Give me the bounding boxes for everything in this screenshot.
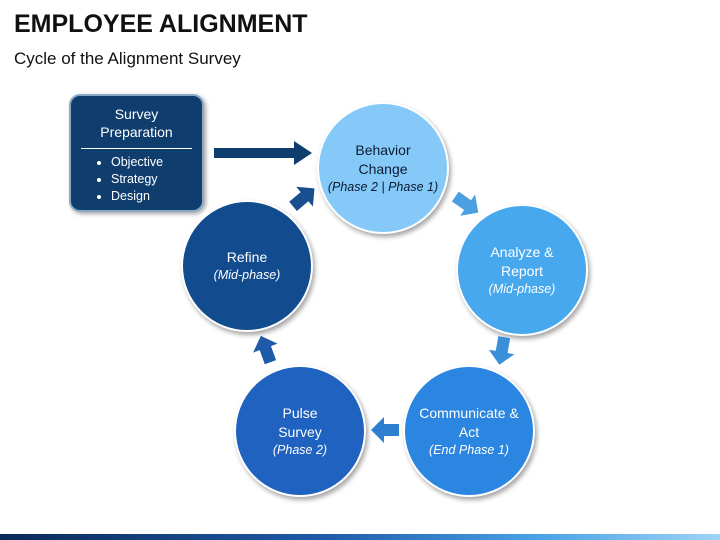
step-analyze-report: Analyze & Report (Mid-phase) bbox=[456, 204, 588, 336]
cycle-arrow-icon bbox=[451, 191, 479, 216]
step-communicate-act: Communicate & Act (End Phase 1) bbox=[403, 365, 535, 497]
step-phase: (Mid-phase) bbox=[213, 268, 281, 282]
page-subtitle: Cycle of the Alignment Survey bbox=[14, 49, 241, 68]
step-phase: (Phase 2 | Phase 1) bbox=[327, 179, 439, 194]
footer-bar bbox=[0, 534, 720, 540]
step-phase: (Phase 2) bbox=[272, 442, 328, 457]
step-title: Refine bbox=[226, 249, 268, 265]
step-phase: (End Phase 1) bbox=[429, 442, 509, 457]
cycle-arrow-icon bbox=[289, 186, 315, 211]
cycle-arrow-icon bbox=[488, 336, 515, 365]
survey-preparation-box: Survey Preparation Objective Strategy De… bbox=[69, 94, 204, 212]
divider bbox=[81, 148, 192, 149]
cycle-arrow-icon bbox=[371, 417, 399, 443]
survey-preparation-title: Survey Preparation bbox=[100, 106, 173, 140]
step-title: Pulse Survey bbox=[278, 404, 322, 440]
step-refine: Refine (Mid-phase) bbox=[181, 200, 313, 332]
preparation-item-strategy: Strategy bbox=[111, 171, 202, 188]
step-behavior-change: Behavior Change (Phase 2 | Phase 1) bbox=[317, 102, 449, 234]
step-title: Communicate & Act bbox=[419, 404, 519, 440]
right-arrow-icon bbox=[214, 141, 312, 165]
cycle-arrow-icon bbox=[253, 335, 278, 365]
step-pulse-survey: Pulse Survey (Phase 2) bbox=[234, 365, 366, 497]
step-phase: (Mid-phase) bbox=[488, 281, 556, 296]
preparation-list: Objective Strategy Design bbox=[71, 154, 202, 205]
step-title: Behavior Change bbox=[355, 141, 411, 177]
preparation-item-design: Design bbox=[111, 188, 202, 205]
page-title: EMPLOYEE ALIGNMENT bbox=[14, 10, 308, 38]
preparation-item-objective: Objective bbox=[111, 154, 202, 171]
step-title: Analyze & Report bbox=[490, 243, 554, 279]
